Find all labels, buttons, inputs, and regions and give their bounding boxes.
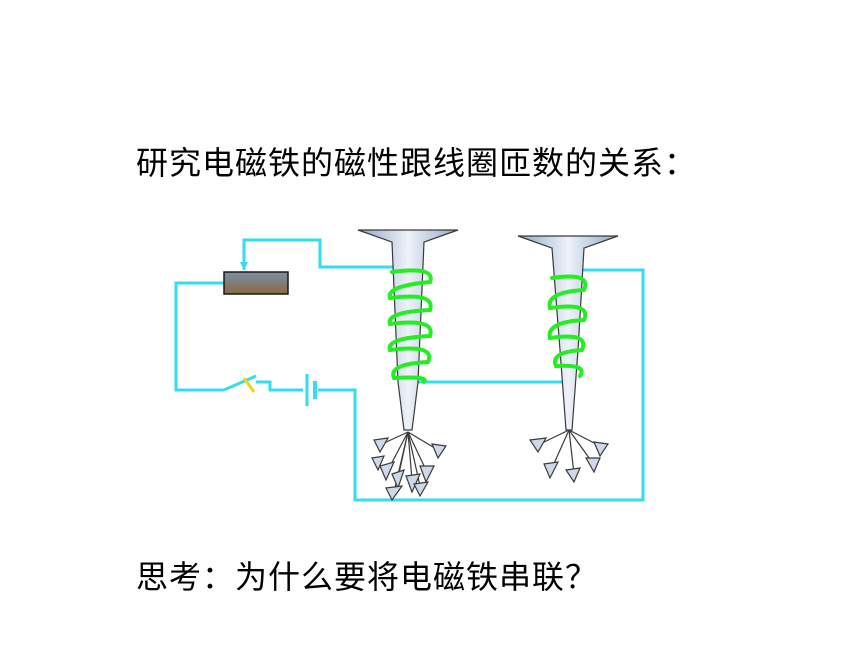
switch xyxy=(223,374,257,393)
rheostat xyxy=(223,262,289,295)
wires xyxy=(174,238,645,502)
battery xyxy=(305,374,317,406)
coil-many-turns xyxy=(387,268,433,384)
wire-switch-battery xyxy=(256,380,303,392)
coil-few-turns xyxy=(547,274,588,378)
slide-heading: 研究电磁铁的磁性跟线圈匝数的关系： xyxy=(136,144,698,182)
wire-rheostat-top xyxy=(242,238,396,270)
electromagnet-few-turns xyxy=(517,235,619,431)
electromagnet-many-turns xyxy=(357,229,459,431)
slide-question: 思考：为什么要将电磁铁串联？ xyxy=(136,558,599,596)
rheostat-slider-arrow xyxy=(240,262,248,270)
wire-battery-bottom xyxy=(318,268,645,502)
paper-clips-right xyxy=(528,429,610,484)
wire-left xyxy=(174,281,224,392)
paper-clips-left xyxy=(371,431,448,502)
